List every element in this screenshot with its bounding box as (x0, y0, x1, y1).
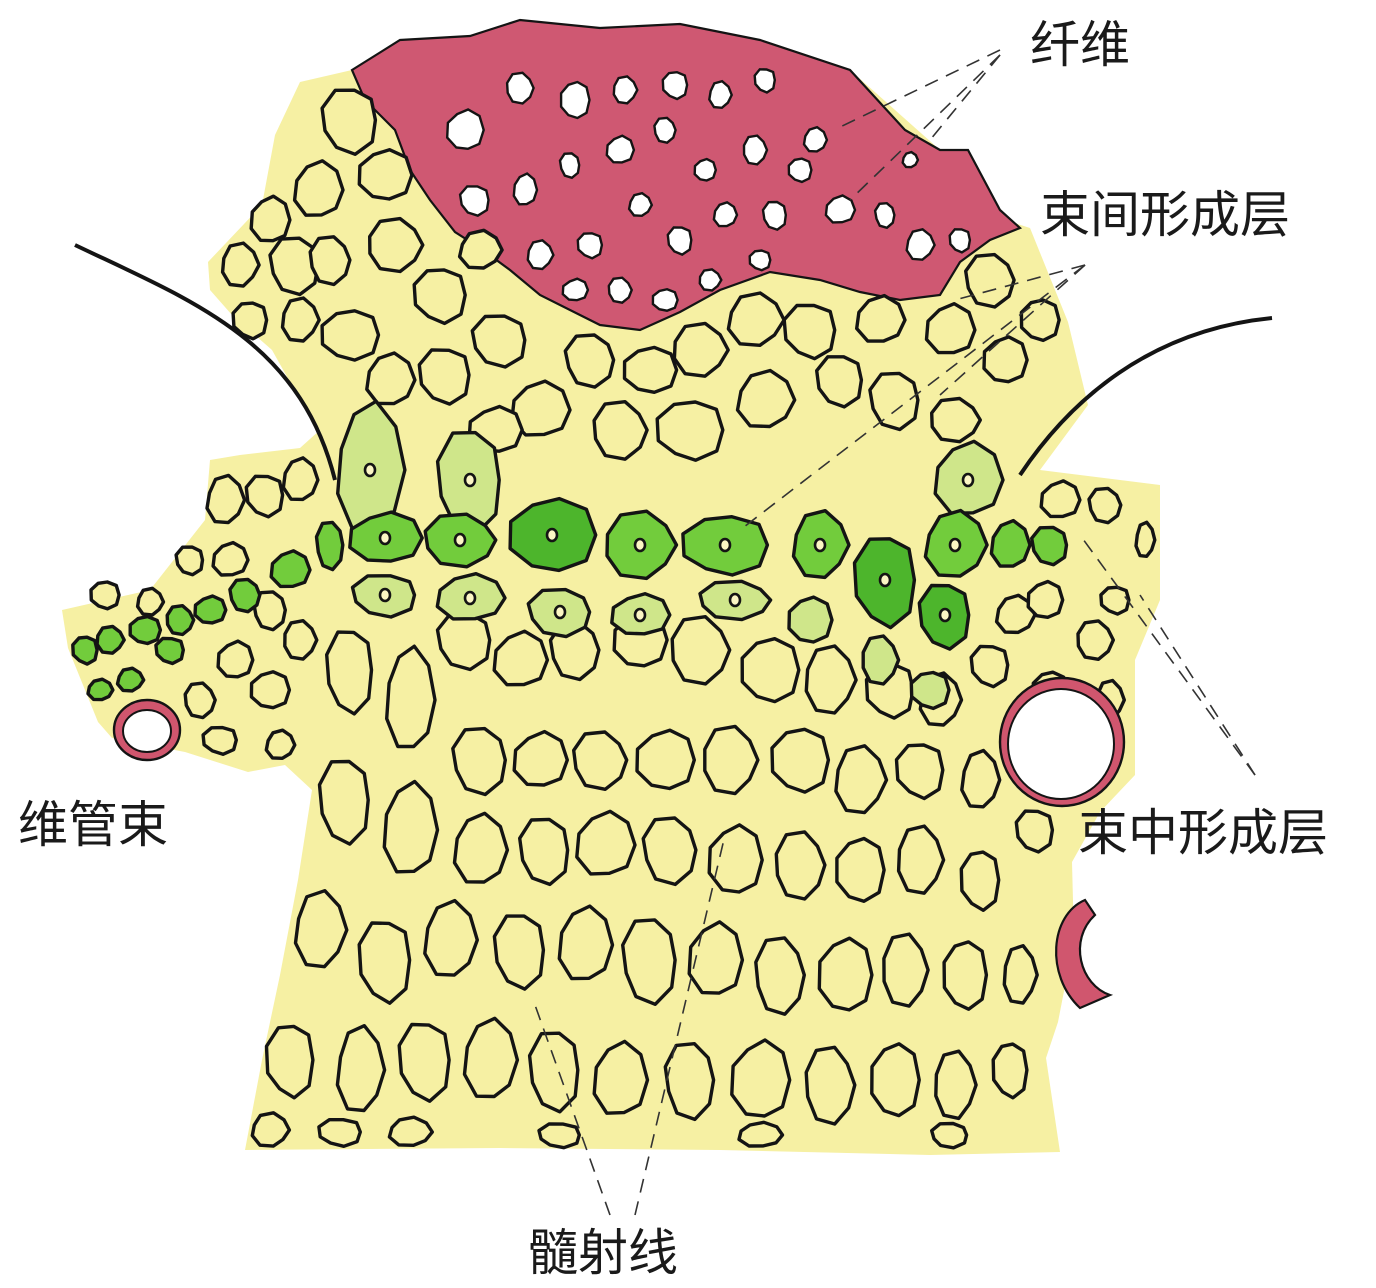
cell-nucleus (730, 594, 740, 606)
cell-nucleus (940, 609, 950, 621)
parenchyma-cell (251, 196, 290, 241)
cell-nucleus (465, 474, 475, 486)
label-fiber: 纤维 (1030, 20, 1130, 70)
label-fascicular-cambium: 束中形成层 (1078, 808, 1328, 858)
cambium-cell (317, 522, 343, 569)
cambium-cell (118, 668, 144, 691)
parenchyma-cell (310, 237, 350, 285)
parenchyma-cell (1028, 582, 1063, 618)
cambium-cell (195, 596, 226, 623)
fiber-lumen (789, 159, 812, 182)
parenchyma-cell (837, 839, 884, 902)
parenchyma-cell (742, 639, 799, 702)
parenchyma-cell (966, 255, 1014, 307)
fiber-lumen (560, 153, 579, 177)
fiber-lumen (653, 289, 678, 311)
cell-nucleus (963, 474, 973, 486)
cell-nucleus (465, 592, 475, 604)
parenchyma-cell (389, 1117, 432, 1145)
parenchyma-cell (91, 582, 119, 609)
cell-nucleus (365, 464, 375, 476)
cell-nucleus (547, 529, 557, 541)
fiber-lumen (804, 127, 827, 151)
cell-nucleus (380, 532, 390, 544)
fiber-lumen (695, 159, 716, 181)
cell-nucleus (880, 574, 890, 586)
cambium-cell (88, 679, 113, 699)
fiber-lumen (709, 81, 731, 108)
parenchyma-cell (266, 730, 295, 758)
fiber-lumen (714, 202, 737, 226)
parenchyma-cell (872, 1044, 919, 1116)
cell-nucleus (635, 539, 645, 551)
cambium-cell (911, 673, 949, 709)
parenchyma-cell (1136, 522, 1155, 556)
cell-nucleus (380, 589, 390, 601)
parenchyma-cell (185, 683, 215, 718)
cambium-cell (130, 617, 160, 644)
label-vascular-bundle: 维管束 (18, 800, 168, 850)
parenchyma-cell (460, 230, 503, 268)
cambium-cell (789, 597, 832, 642)
fiber-lumen (654, 118, 675, 143)
cell-nucleus (555, 606, 565, 618)
fiber-lumen (750, 251, 771, 271)
vessel-left (114, 700, 180, 760)
cell-nucleus (720, 539, 730, 551)
cell-nucleus (635, 609, 645, 621)
cambium-cell (73, 637, 97, 664)
fiber-lumen (903, 152, 918, 167)
vessel-right (1000, 678, 1124, 806)
parenchyma-cell (625, 347, 677, 392)
cambium-cell (230, 579, 260, 611)
parenchyma-cell (1089, 488, 1121, 522)
cell-nucleus (950, 539, 960, 551)
cell-nucleus (815, 539, 825, 551)
parenchyma-cell (251, 672, 289, 708)
fiber-lumen (875, 203, 894, 228)
label-medullary-ray: 髓射线 (528, 1228, 678, 1278)
parenchyma-cell (1021, 300, 1059, 340)
label-interfascicular-cambium: 束间形成层 (1040, 190, 1290, 240)
parenchyma-cell (138, 588, 164, 615)
cell-nucleus (455, 534, 465, 546)
cambium-cell (167, 606, 194, 635)
fiber-lumen (561, 82, 589, 118)
fiber-lumen (629, 193, 652, 216)
